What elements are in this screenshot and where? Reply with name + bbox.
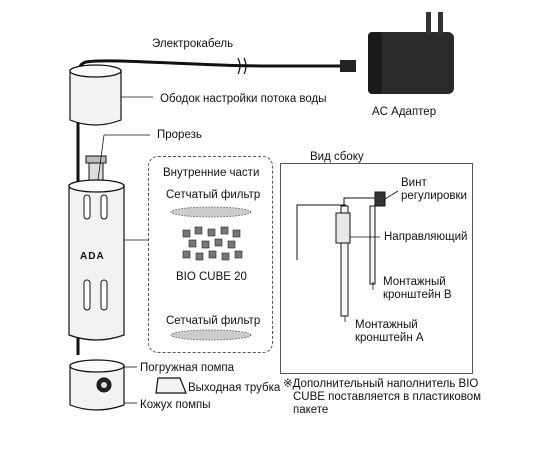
- slot: [100, 279, 108, 311]
- bracket-b-label-line2: кронштейн В: [383, 289, 452, 301]
- bio-cube-pile: [182, 226, 243, 261]
- bracket-b: [369, 205, 376, 285]
- side-view-drawing: [296, 190, 399, 322]
- stem-screw: [85, 155, 107, 164]
- mesh-filter-bottom-label: Сетчатый фильтр: [166, 315, 261, 327]
- pump-cover-top: [69, 359, 125, 373]
- cable-break-mark: [237, 57, 247, 75]
- cable-label: Электрокабель: [152, 38, 234, 50]
- bracket-a: [296, 204, 346, 260]
- pump-cover-label: Кожух помпы: [140, 399, 211, 411]
- bracket-a-label-line2: кронштейн А: [355, 332, 424, 344]
- bracket-b-label-line1: Монтажный: [383, 276, 446, 288]
- side-view-panel: [280, 163, 473, 374]
- note-line2: CUBE поставляется в пластиковом: [293, 391, 482, 403]
- leader-lines: [97, 96, 153, 404]
- guide-label: Направляющий: [384, 231, 468, 243]
- adapter-label: AC Адаптер: [372, 106, 437, 118]
- bio-cube-label: BIO CUBE 20: [176, 271, 247, 283]
- adapter-plug: [340, 60, 356, 72]
- mesh-filter-top-label: Сетчатый фильтр: [166, 189, 261, 201]
- adapter-prong: [438, 12, 443, 34]
- guide-piece: [335, 212, 351, 244]
- outlet-tube: [155, 377, 187, 394]
- ac-adapter-shade: [368, 32, 382, 94]
- outlet-tube-label: Выходная трубка: [188, 382, 281, 394]
- brand-logo-text: ADA: [80, 251, 105, 262]
- slot-label: Прорезь: [157, 129, 202, 141]
- adapter-prong: [426, 12, 431, 34]
- mesh-filter-disc: [170, 329, 252, 341]
- pump-outlet-inner: [101, 382, 107, 388]
- note-line3: пакете: [293, 404, 329, 416]
- mesh-filter-disc: [170, 206, 252, 218]
- slot: [83, 279, 91, 311]
- screw-label-line2: регулировки: [401, 190, 467, 202]
- pump-label: Погружная помпа: [140, 362, 235, 374]
- screw-label-line1: Винт: [401, 177, 427, 189]
- slot: [83, 194, 91, 220]
- side-view-title: Вид сбоку: [310, 151, 364, 163]
- inner-parts-title: Внутренние части: [163, 167, 260, 179]
- note-line1: ※Дополнительный наполнитель BIO: [283, 378, 479, 390]
- flow-ring-top: [69, 64, 122, 78]
- slot: [100, 194, 108, 220]
- filter-body-top: [68, 179, 125, 193]
- inner-parts-panel: [148, 156, 273, 353]
- flow-ring-label: Ободок настройки потока воды: [160, 93, 327, 105]
- ac-adapter-body: [368, 32, 454, 94]
- bracket-a-label-line1: Монтажный: [355, 319, 418, 331]
